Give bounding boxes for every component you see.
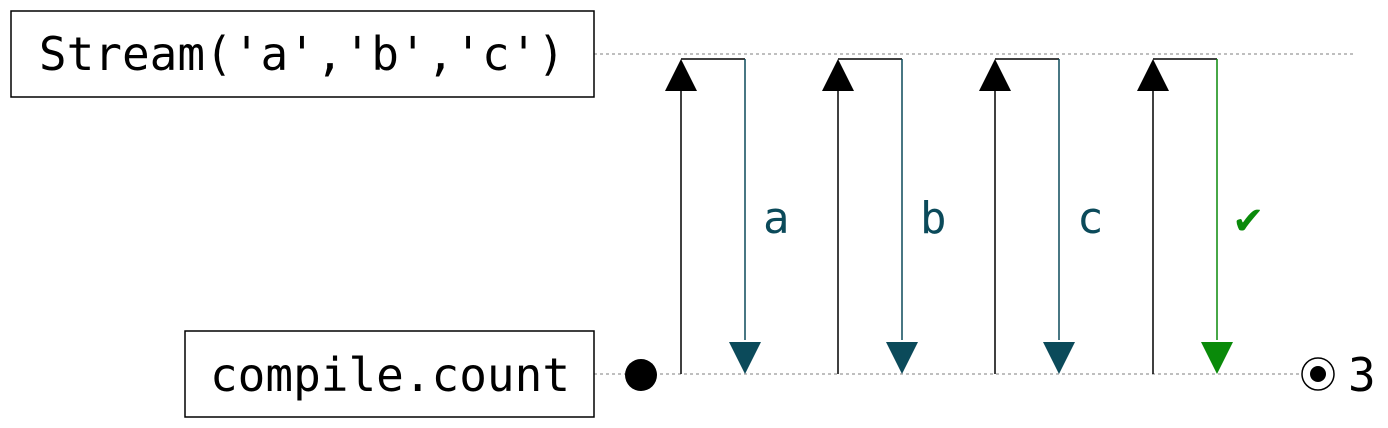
value-label-b: b — [920, 193, 947, 244]
message-pairs: a b c ✔ — [665, 58, 1262, 374]
request-arrowhead — [979, 59, 1011, 91]
completion-marker — [1301, 357, 1335, 391]
complete-check-label: ✔ — [1235, 193, 1262, 244]
request-arrowhead — [1137, 59, 1169, 91]
value-label-c: c — [1077, 193, 1104, 244]
message-pair-4: ✔ — [1137, 58, 1262, 374]
request-arrowhead — [822, 59, 854, 91]
source-stream-label: Stream('a','b','c') — [39, 27, 565, 81]
source-stream-box: Stream('a','b','c') — [10, 10, 595, 98]
operator-label: compile.count — [210, 348, 570, 402]
message-pair-1: a — [665, 58, 790, 374]
value-label-a: a — [763, 193, 790, 244]
response-arrowhead — [1201, 342, 1233, 374]
operator-box: compile.count — [184, 330, 595, 418]
request-arrowhead — [665, 59, 697, 91]
response-arrowhead — [886, 342, 918, 374]
message-pair-2: b — [822, 58, 947, 374]
subscribe-start-dot — [625, 359, 657, 391]
message-pair-3: c — [979, 58, 1104, 374]
result-label: 3 — [1348, 348, 1376, 402]
response-arrowhead — [729, 342, 761, 374]
response-arrowhead — [1043, 342, 1075, 374]
